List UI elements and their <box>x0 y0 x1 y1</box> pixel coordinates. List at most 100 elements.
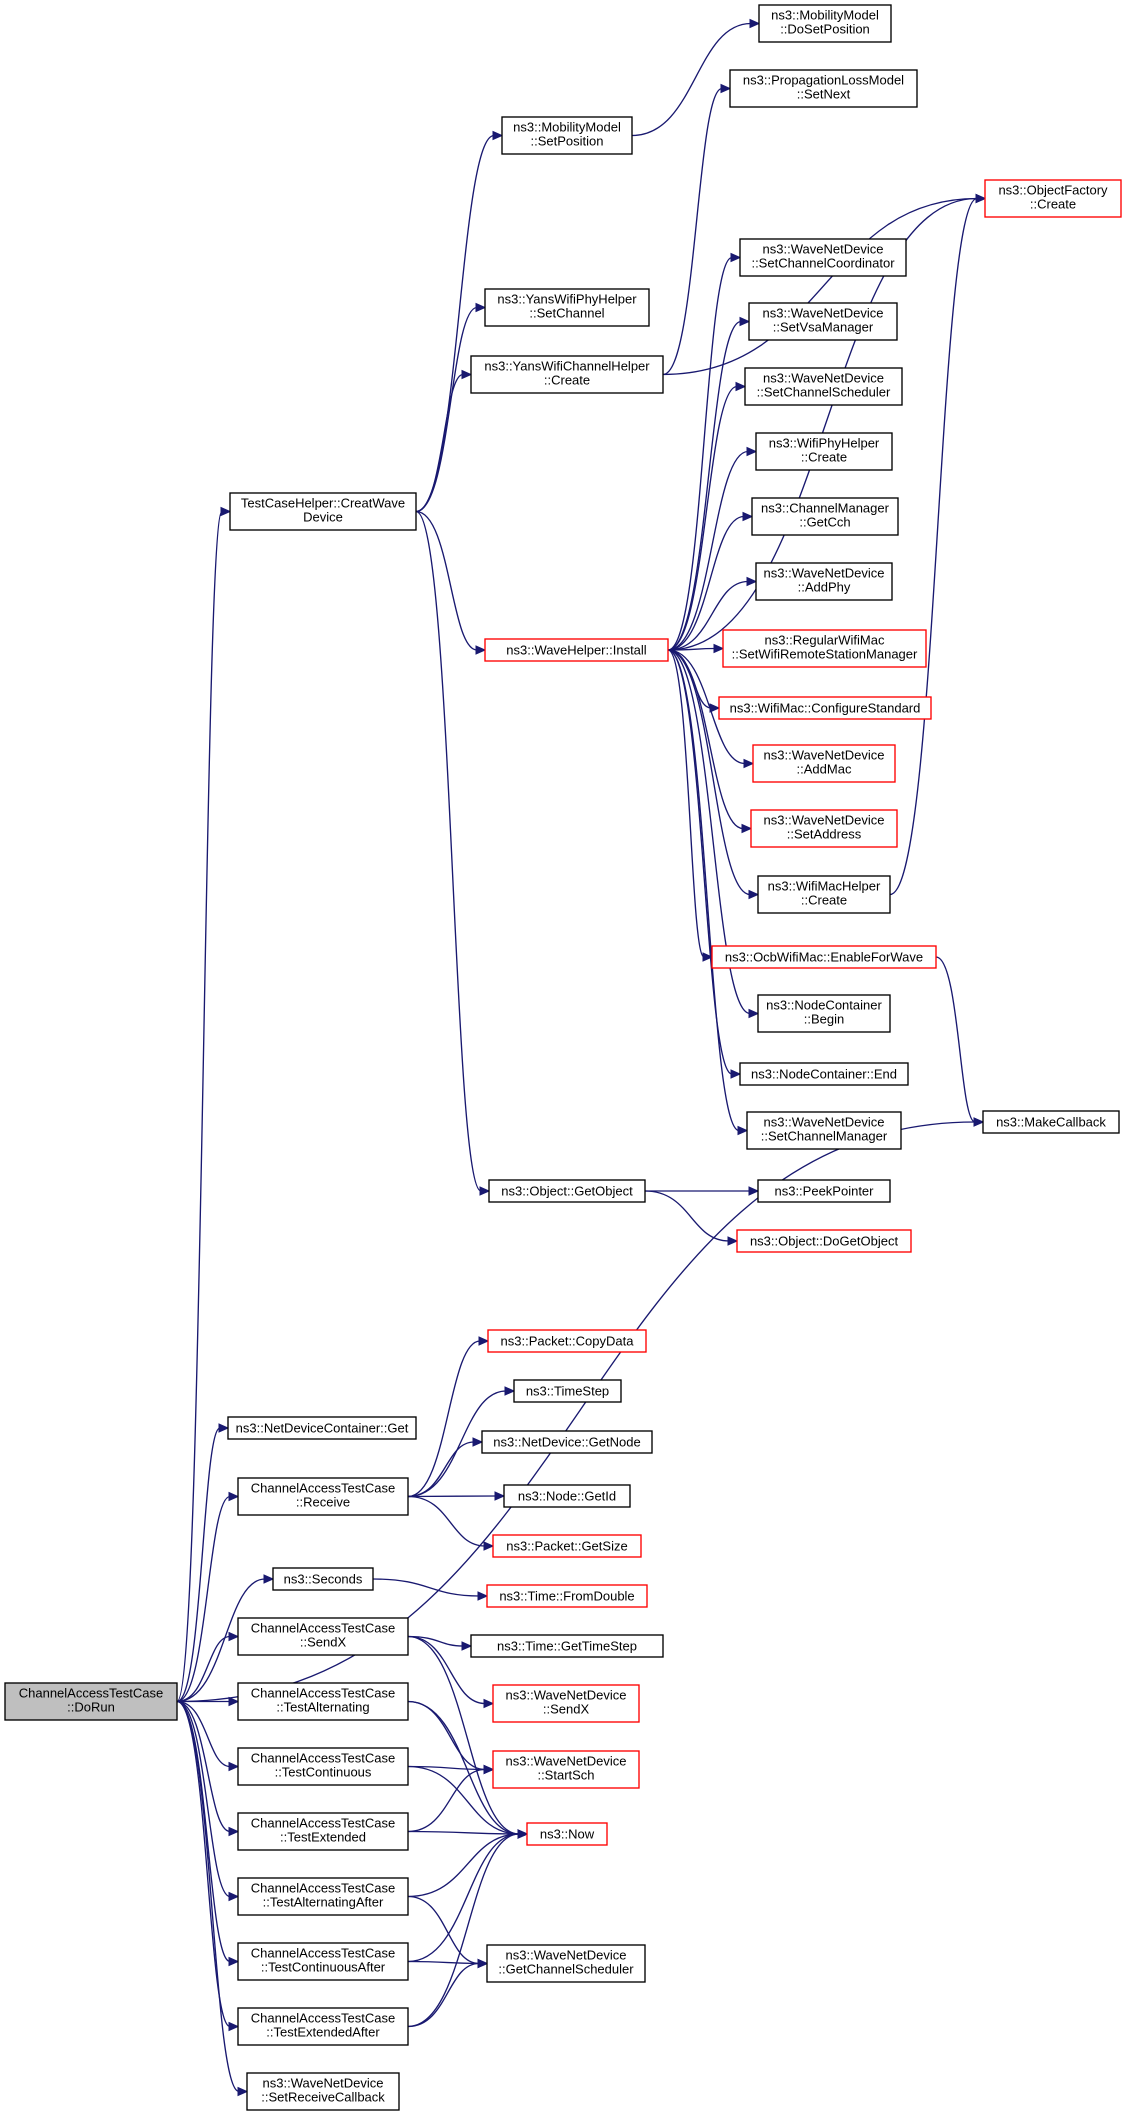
node-testcont[interactable]: ChannelAccessTestCase::TestContinuous <box>237 1747 409 1786</box>
node-setchcoord[interactable]: ns3::WaveNetDevice::SetChannelCoordinato… <box>739 238 907 277</box>
node-gettimestep[interactable]: ns3::Time::GetTimeStep <box>470 1634 664 1658</box>
edge-line <box>667 580 749 651</box>
node-dosetpos[interactable]: ns3::MobilityModel::DoSetPosition <box>758 4 892 43</box>
node-label: ns3::OcbWifiMac::EnableForWave <box>725 949 923 964</box>
edge-arrowhead <box>973 1117 985 1127</box>
edge-setpos-to-dosetpos <box>631 18 761 137</box>
node-label: ChannelAccessTestCase <box>251 2010 396 2025</box>
edge-receive-to-getsize <box>407 1495 495 1551</box>
node-testext[interactable]: ChannelAccessTestCase::TestExtended <box>237 1812 409 1851</box>
node-dorun[interactable]: ChannelAccessTestCase::DoRun <box>4 1682 178 1721</box>
node-getcch[interactable]: ns3::ChannelManager::GetCch <box>751 497 899 536</box>
node-objfactory[interactable]: ns3::ObjectFactory::Create <box>984 179 1122 218</box>
node-label: ::Begin <box>804 1011 844 1026</box>
edge-line <box>407 1833 520 1898</box>
edge-arrowhead <box>749 18 761 29</box>
node-label: ns3::Time::GetTimeStep <box>497 1638 637 1653</box>
edge-creatwave-to-getobj <box>415 510 491 1196</box>
node-box <box>750 809 898 848</box>
node-seconds[interactable]: ns3::Seconds <box>272 1567 374 1591</box>
node-sendx[interactable]: ChannelAccessTestCase::SendX <box>237 1617 409 1656</box>
node-layer: ChannelAccessTestCase::DoRun ns3::Mobilit… <box>4 4 1122 2111</box>
edge-arrowhead <box>237 2086 249 2097</box>
edge-line <box>644 1190 730 1242</box>
node-getsize[interactable]: ns3::Packet::GetSize <box>492 1534 642 1558</box>
edge-arrowhead <box>479 1186 491 1196</box>
node-copydata[interactable]: ns3::Packet::CopyData <box>487 1329 647 1353</box>
node-ocb[interactable]: ns3::OcbWifiMac::EnableForWave <box>711 945 937 969</box>
node-label: ::GetChannelScheduler <box>498 1961 634 1976</box>
node-regwifi[interactable]: ns3::RegularWifiMac::SetWifiRemoteStatio… <box>722 629 927 668</box>
node-setrecvcb[interactable]: ns3::WaveNetDevice::SetReceiveCallback <box>246 2072 400 2111</box>
node-now[interactable]: ns3::Now <box>526 1822 608 1846</box>
edge-sendx-to-wndsendx <box>407 1635 495 1709</box>
edge-arrowhead <box>741 823 753 834</box>
edge-install-to-getcch <box>667 511 754 651</box>
node-configstd[interactable]: ns3::WifiMac::ConfigureStandard <box>718 696 932 720</box>
node-setaddr[interactable]: ns3::WaveNetDevice::SetAddress <box>750 809 898 848</box>
node-setpos[interactable]: ns3::MobilityModel::SetPosition <box>501 116 633 155</box>
node-testaltafter[interactable]: ChannelAccessTestCase::TestAlternatingAf… <box>237 1877 409 1916</box>
node-setvsa[interactable]: ns3::WaveNetDevice::SetVsaManager <box>748 302 898 341</box>
node-box <box>722 629 927 668</box>
node-getchsched[interactable]: ns3::WaveNetDevice::GetChannelScheduler <box>486 1944 646 1983</box>
node-dogetobj[interactable]: ns3::Object::DoGetObject <box>736 1229 912 1253</box>
edge-line <box>667 647 716 651</box>
node-nodegetid[interactable]: ns3::Node::GetId <box>503 1484 631 1508</box>
edge-line <box>667 197 978 651</box>
node-wndsendx[interactable]: ns3::WaveNetDevice::SendX <box>492 1684 640 1723</box>
node-setnext[interactable]: ns3::PropagationLossModel::SetNext <box>729 69 918 108</box>
node-getobj[interactable]: ns3::Object::GetObject <box>488 1179 646 1203</box>
node-label: ChannelAccessTestCase <box>251 1945 396 1960</box>
edge-line <box>667 649 751 1015</box>
node-ncend[interactable]: ns3::NodeContainer::End <box>739 1062 909 1086</box>
node-label: ns3::NodeContainer <box>766 997 882 1012</box>
node-testalt[interactable]: ChannelAccessTestCase::TestAlternating <box>237 1682 409 1721</box>
edge-dorun-to-testext <box>176 1700 240 1837</box>
node-yansphy[interactable]: ns3::YansWifiPhyHelper::SetChannel <box>484 288 650 327</box>
node-label: ns3::Node::GetId <box>518 1488 616 1503</box>
node-box <box>481 1430 653 1454</box>
node-setchmgr[interactable]: ns3::WaveNetDevice::SetChannelManager <box>746 1111 902 1150</box>
node-label: ns3::WifiMacHelper <box>768 878 881 893</box>
node-setchsched[interactable]: ns3::WaveNetDevice::SetChannelScheduler <box>744 367 903 406</box>
node-startsch[interactable]: ns3::WaveNetDevice::StartSch <box>492 1750 640 1789</box>
node-label: ns3::Packet::GetSize <box>506 1538 627 1553</box>
node-addmac[interactable]: ns3::WaveNetDevice::AddMac <box>752 744 896 783</box>
node-testextafter[interactable]: ChannelAccessTestCase::TestExtendedAfter <box>237 2007 409 2046</box>
node-box <box>237 1617 409 1656</box>
node-wifiphy[interactable]: ns3::WifiPhyHelper::Create <box>755 432 893 471</box>
node-wifimac[interactable]: ns3::WifiMacHelper::Create <box>757 875 891 914</box>
node-peek[interactable]: ns3::PeekPointer <box>757 1179 891 1203</box>
node-label: ns3::Now <box>540 1826 595 1841</box>
node-box <box>503 1484 631 1508</box>
node-label: ::SetWifiRemoteStationManager <box>732 646 918 661</box>
node-label: ::GetCch <box>799 514 850 529</box>
edge-line <box>407 1700 520 1835</box>
node-fromdouble[interactable]: ns3::Time::FromDouble <box>486 1584 648 1608</box>
edge-dorun-to-testextafter <box>176 1700 240 2032</box>
node-install[interactable]: ns3::WaveHelper::Install <box>484 638 669 662</box>
node-testcontafter[interactable]: ChannelAccessTestCase::TestContinuousAft… <box>237 1942 409 1981</box>
edge-testaltafter-to-getchsched <box>407 1895 489 1969</box>
node-label: ns3::Object::DoGetObject <box>750 1233 899 1248</box>
edge-arrowhead <box>975 193 987 204</box>
node-label: ::SetPosition <box>531 133 604 148</box>
edge-arrowhead <box>483 1698 495 1709</box>
edge-line <box>372 1578 480 1597</box>
node-getnode[interactable]: ns3::NetDevice::GetNode <box>481 1430 653 1454</box>
node-addphy[interactable]: ns3::WaveNetDevice::AddPhy <box>755 562 893 601</box>
edge-install-to-addmac <box>667 649 755 769</box>
node-timestep[interactable]: ns3::TimeStep <box>513 1379 622 1403</box>
edge-arrowhead <box>477 1958 489 1969</box>
node-makecb[interactable]: ns3::MakeCallback <box>982 1110 1120 1134</box>
node-ndcget[interactable]: ns3::NetDeviceContainer::Get <box>227 1416 417 1440</box>
edge-arrowhead <box>748 1186 760 1196</box>
edge-arrowhead <box>228 1891 240 1902</box>
edge-creatwave-to-yanschan <box>415 369 473 513</box>
node-receive[interactable]: ChannelAccessTestCase::Receive <box>237 1477 409 1516</box>
node-yanschan[interactable]: ns3::YansWifiChannelHelper::Create <box>470 355 664 394</box>
edge-line <box>667 649 705 958</box>
node-ncbegin[interactable]: ns3::NodeContainer::Begin <box>757 994 891 1033</box>
